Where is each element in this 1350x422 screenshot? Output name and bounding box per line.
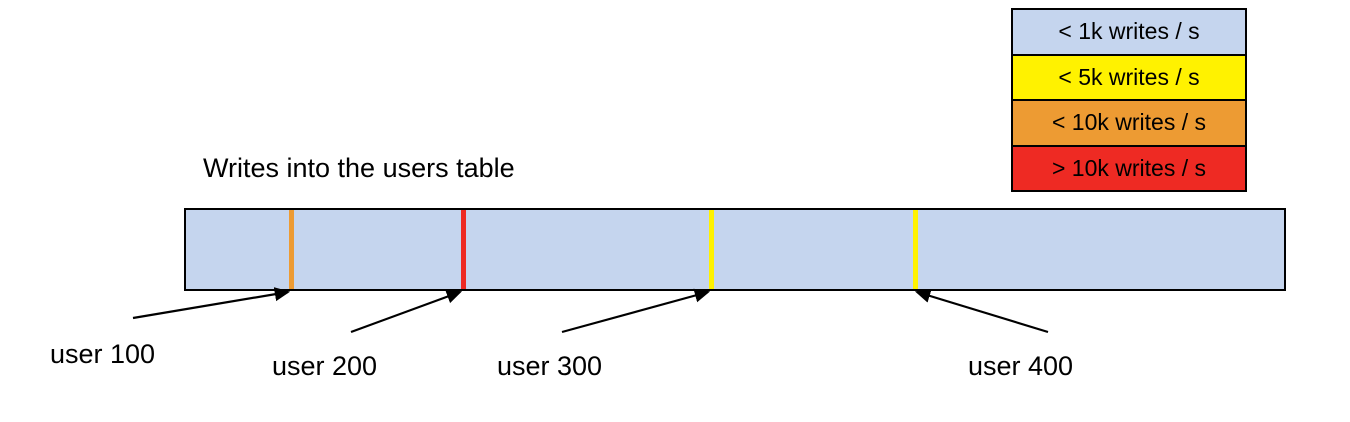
user-300-marker [709, 210, 714, 289]
legend-row-label: < 1k writes / s [1058, 18, 1200, 45]
user-400-marker [913, 210, 918, 289]
users-table-bar [184, 208, 1286, 291]
legend-row-label: > 10k writes / s [1051, 154, 1207, 181]
legend-row-3: > 10k writes / s [1013, 146, 1245, 190]
callout-arrow-2 [561, 288, 711, 334]
callout-label-user-100: user 100 [50, 339, 156, 369]
bar-body [184, 208, 1286, 291]
legend-row-2: < 10k writes / s [1013, 101, 1245, 147]
user-200-marker [461, 210, 466, 289]
callout-arrow-0 [132, 287, 291, 320]
page-title: Writes into the users table [203, 153, 515, 183]
callout-label-user-300: user 300 [497, 351, 603, 381]
write-rate-legend: < 1k writes / s < 5k writes / s < 10k writ… [1011, 8, 1247, 192]
callout-label-user-200: user 200 [272, 351, 378, 381]
legend-row-1: < 5k writes / s [1013, 55, 1245, 101]
callout-arrows [132, 287, 1049, 334]
bar-markers [289, 210, 918, 289]
callout-arrow-1 [350, 289, 463, 334]
legend-row-label: < 5k writes / s [1058, 63, 1200, 90]
callout-arrow-3 [914, 289, 1049, 334]
legend-row-label: < 10k writes / s [1051, 109, 1207, 136]
user-100-marker [289, 210, 294, 289]
legend-row-0: < 1k writes / s [1013, 10, 1245, 56]
callout-label-user-400: user 400 [968, 351, 1074, 381]
